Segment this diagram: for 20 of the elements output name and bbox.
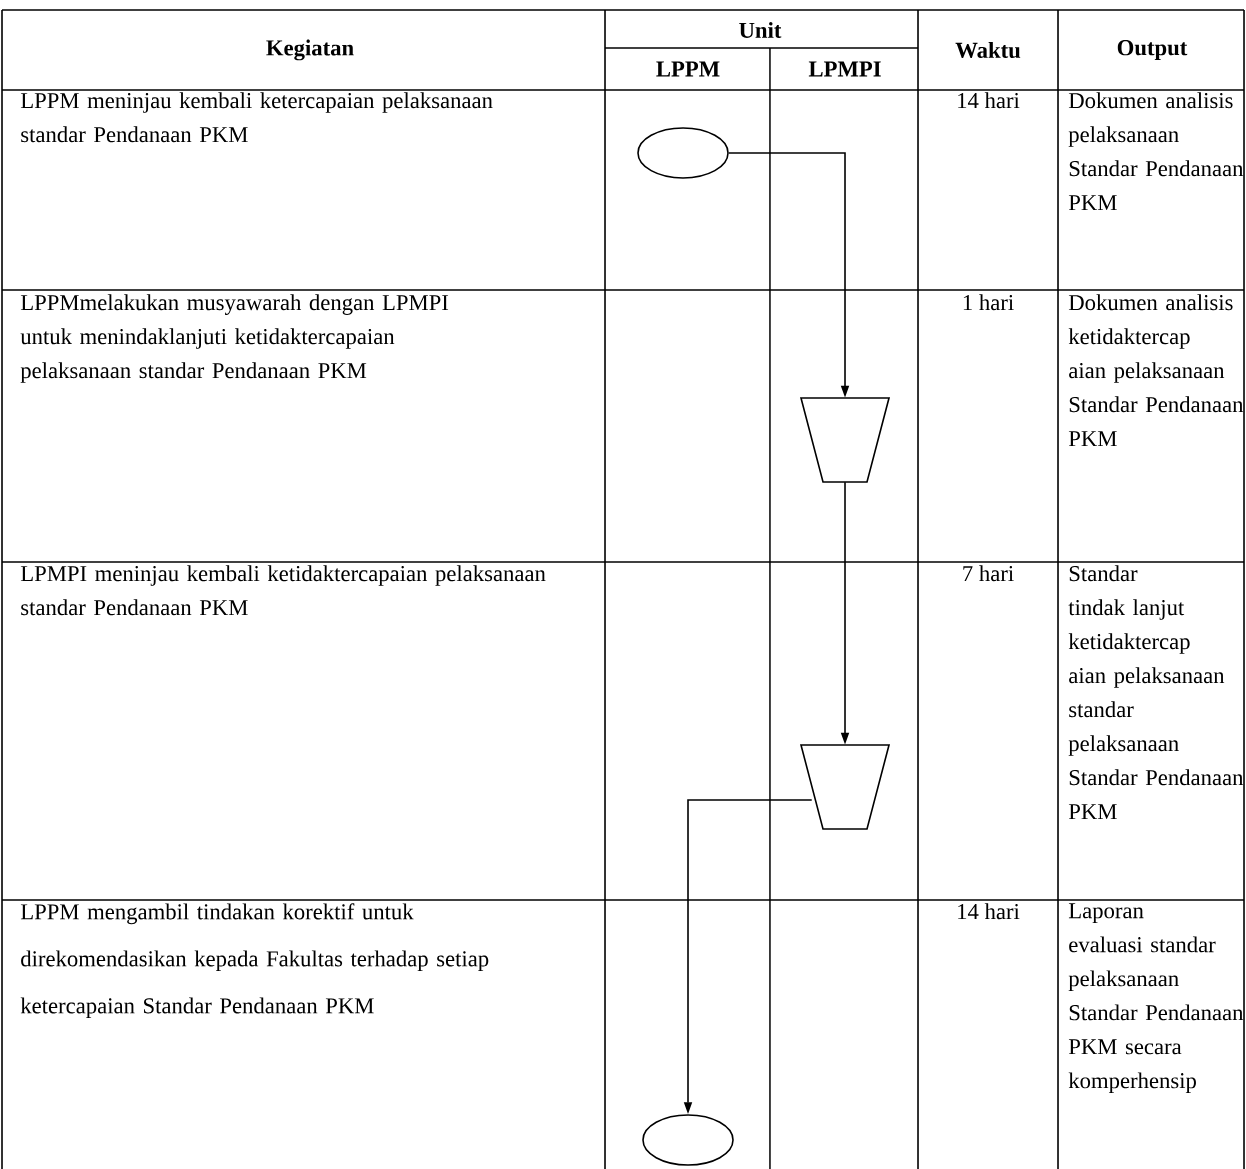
- duration-text: 7 hari: [963, 565, 1014, 582]
- column-header: Output: [1117, 40, 1188, 60]
- activity-text: LPMPI meninjau kembali ketidaktercapaian pelaksanaan standar Pendanaan PKM: [20, 565, 546, 616]
- terminator-ellipse: [637, 127, 729, 179]
- output-text: Standar tindak lanjut ketidaktercap aian pelaksanaan standar pelaksanaan Standar Pendanaan PKM: [1068, 565, 1244, 819]
- activity-text: LPPMmelakukan musyawarah dengan LPMPI untuk menindaklanjuti ketidaktercapaian pelaksanaan standar Pendanaan PKM: [20, 294, 449, 383]
- duration-text: 14 hari: [958, 92, 1020, 109]
- column-header: Unit: [739, 22, 782, 38]
- duration-text: 14 hari: [958, 903, 1020, 920]
- column-header: Waktu: [955, 41, 1021, 59]
- activity-text: LPPM mengambil tindakan korektif untuk direkomendasikan kepada Fakultas terhadap setiap ketercapaian Standar Pendanaan PKM: [20, 903, 489, 1019]
- output-text: Dokumen analisis pelaksanaan Standar Pendanaan PKM: [1068, 92, 1244, 210]
- activity-text: LPPM meninjau kembali ketercapaian pelaksanaan standar Pendanaan PKM: [20, 92, 493, 143]
- column-header: Kegiatan: [266, 39, 354, 61]
- terminator-ellipse: [642, 1114, 734, 1166]
- output-text: Dokumen analisis ketidaktercap aian pelaksanaan Standar Pendanaan PKM: [1068, 294, 1244, 446]
- column-header: LPMPI: [808, 61, 881, 77]
- output-text: Laporan evaluasi standar pelaksanaan Standar Pendanaan PKM secara komperhensip: [1068, 903, 1244, 1093]
- duration-text: 1 hari: [963, 294, 1014, 311]
- column-header: LPPM: [656, 61, 720, 77]
